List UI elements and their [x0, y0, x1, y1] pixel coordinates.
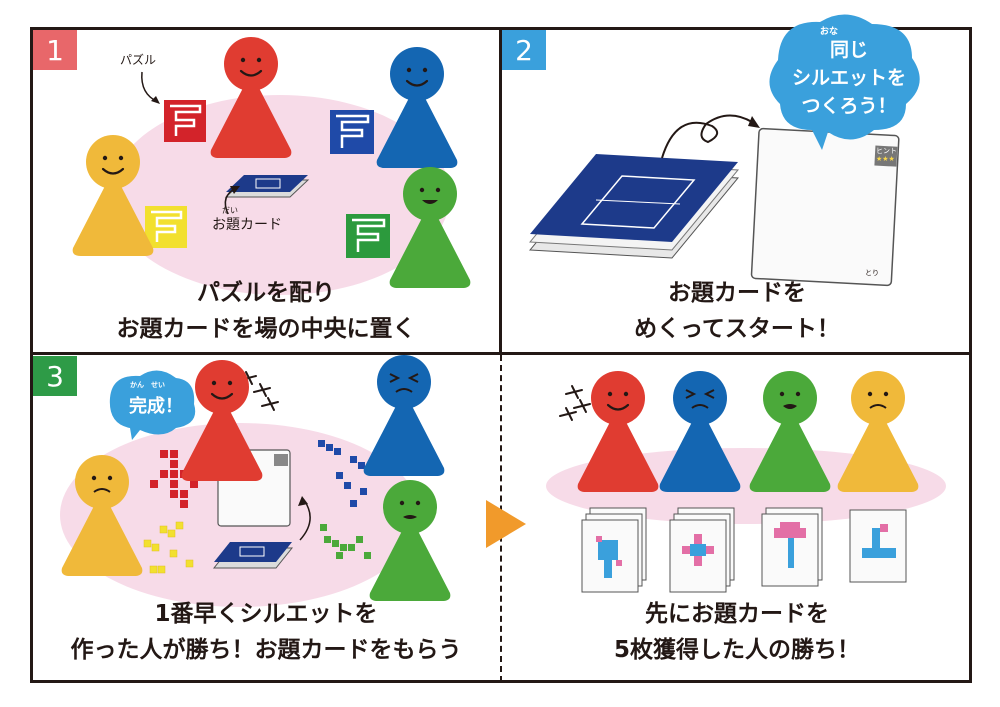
yellow-pawn-3: [61, 455, 143, 576]
green-pawn-3: [369, 480, 451, 601]
card-hint-stars: ★★★: [876, 155, 895, 163]
red-pawn-4: [577, 371, 659, 492]
yellow-pawn-4: [837, 371, 919, 492]
card-label: お題カード: [212, 217, 282, 233]
blue-pawn-4: [659, 371, 741, 492]
panel-divider-top: [499, 27, 502, 353]
panel-1-caption: パズルを配り お題カードを場の中央に置く: [116, 280, 416, 342]
panel-1-badge: 1: [33, 30, 77, 70]
bubble-text: 同じ シルエットを つくろう！: [791, 39, 906, 117]
complete-bubble-text: 完成！: [129, 396, 183, 417]
panel-divider-middle: [30, 352, 972, 355]
yellow-card-stack: [849, 509, 907, 583]
panel-3-illustration: [60, 355, 451, 607]
panel-3-badge: 3: [33, 356, 77, 396]
excitement-marks-4: [559, 385, 591, 421]
excitement-marks: [239, 371, 279, 411]
card-stack: [528, 154, 740, 259]
panel-2-caption: お題カードを めくってスタート！: [634, 280, 840, 342]
green-pawn: [389, 167, 471, 288]
puzzle-label: パズル: [120, 53, 157, 67]
blue-puzzle: [330, 110, 374, 154]
bubble-ruby: おな: [820, 27, 839, 37]
card-corner-label: とり: [865, 269, 879, 277]
card-hint-label: ヒント: [876, 147, 897, 155]
complete-bubble: [109, 370, 196, 440]
green-pieces: [320, 524, 371, 559]
red-pieces: [150, 450, 198, 508]
green-puzzle: [346, 214, 390, 258]
card-deck-3: [212, 542, 294, 569]
flip-arrow: [661, 114, 753, 159]
card-label-ruby: だい: [222, 206, 238, 215]
green-pawn-4: [749, 371, 831, 492]
next-arrow: [486, 500, 526, 548]
speech-bubble: [769, 14, 920, 151]
panel-4-caption: 先にお題カードを 5枚獲得した人の勝ち！: [502, 596, 972, 668]
card-deck: [224, 175, 310, 198]
complete-bubble-ruby: かん せい: [130, 381, 165, 389]
winner-line: 5枚獲得した人の勝ち！: [613, 637, 860, 663]
blue-pawn-3: [363, 355, 445, 476]
panel-1-illustration: [72, 37, 471, 295]
revealed-card: [750, 127, 900, 287]
panel-2-badge: 2: [502, 30, 546, 70]
panel-2-illustration: [528, 14, 920, 287]
yellow-pieces: [143, 521, 194, 574]
panel-3-caption: 1番早くシルエットを 作った人が勝ち！お題カードをもらう: [70, 601, 462, 663]
blue-pieces: [318, 440, 367, 507]
